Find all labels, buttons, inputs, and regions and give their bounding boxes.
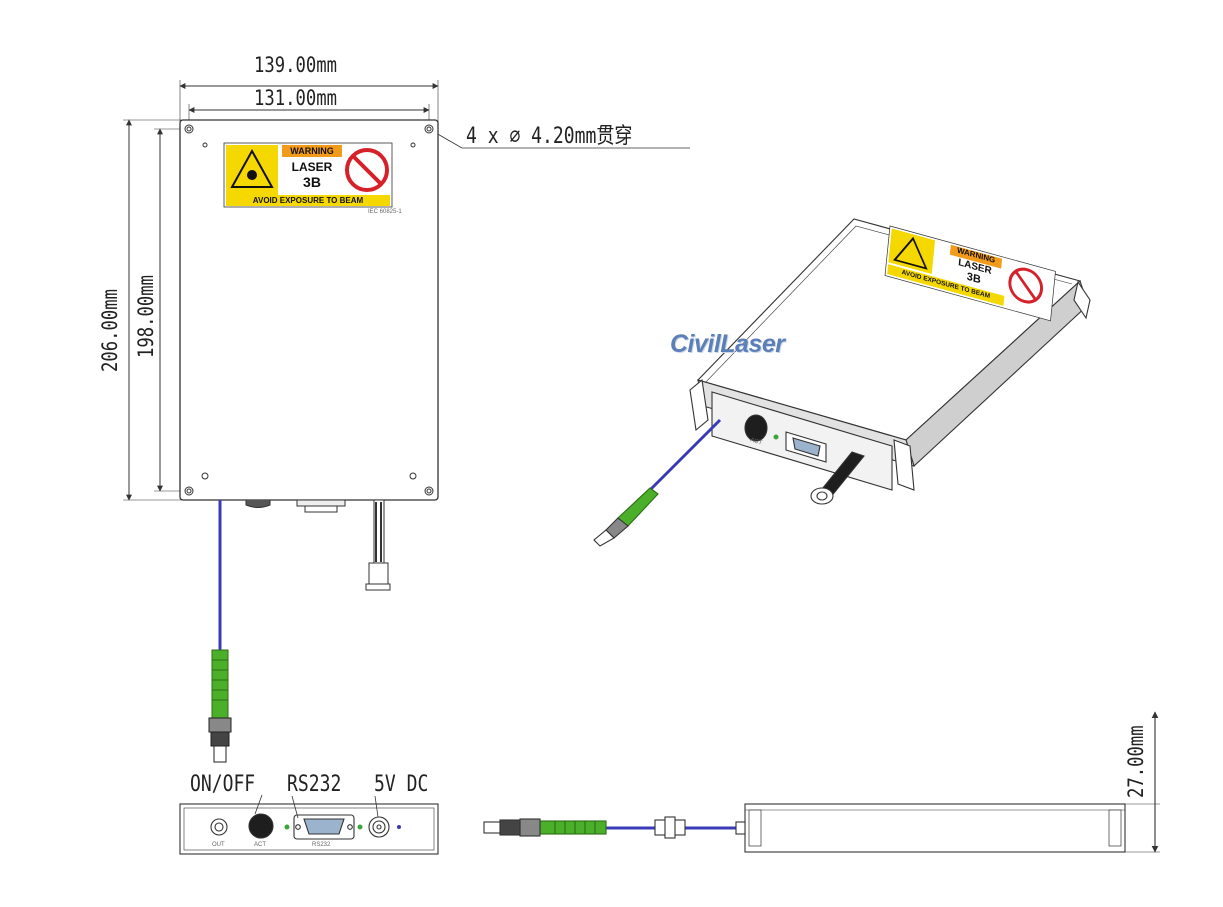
warning-header: WARNING — [290, 146, 334, 156]
warning-laser: LASER — [291, 160, 333, 174]
width-outer-dim: 139.00mm — [254, 53, 337, 77]
holes-spec: 4 x ∅ 4.20mm贯穿 — [466, 124, 633, 149]
front-panel — [179, 794, 439, 855]
port-act-label: ACT — [254, 842, 266, 848]
thickness-dim: 27.00mm — [1124, 725, 1148, 798]
callout-rs232: RS232 — [287, 772, 342, 797]
height-inner-dim: 198.00mm — [134, 275, 158, 358]
callout-5v-dc: 5V DC — [374, 772, 429, 797]
callout-on-off: ON/OFF — [190, 772, 256, 797]
side-view — [483, 711, 1160, 853]
top-view — [123, 80, 690, 591]
warning-class: 3B — [303, 174, 321, 190]
warning-label-iso — [884, 225, 1056, 322]
brand-prefix: Civil — [670, 330, 721, 358]
warning-label-top — [223, 142, 393, 208]
warning-code: IEC 60825-1 — [368, 209, 402, 215]
brand-watermark: CivilLaser — [670, 330, 785, 359]
width-inner-dim: 131.00mm — [254, 86, 337, 110]
fiber-top — [208, 500, 232, 763]
height-outer-dim: 206.00mm — [98, 289, 122, 372]
port-out-label: OUT — [212, 842, 225, 848]
brand-suffix: Laser — [720, 330, 785, 358]
port-rs232-label: RS232 — [312, 842, 331, 848]
warning-footer: AVOID EXPOSURE TO BEAM — [252, 196, 364, 205]
